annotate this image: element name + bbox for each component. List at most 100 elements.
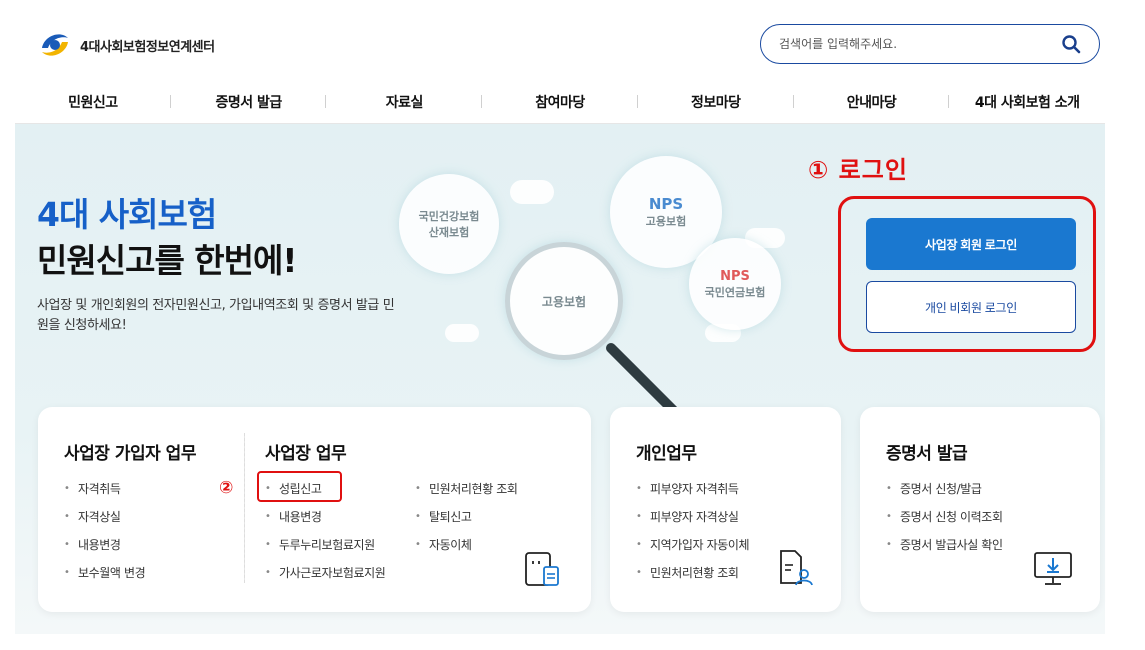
nav-item-civil-report[interactable]: 민원신고 xyxy=(15,92,171,112)
bullet-icon: • xyxy=(64,567,70,578)
establishment-report-highlight xyxy=(257,471,342,502)
step-2-annotation: ② xyxy=(219,478,234,498)
hero-title-main: 4대 사회보험 xyxy=(37,195,217,234)
list-item-label: 자격상실 xyxy=(78,510,121,524)
nav-item-participation[interactable]: 참여마당 xyxy=(482,92,638,112)
bullet-icon: • xyxy=(636,511,642,522)
bubble-label: 산재보험 xyxy=(428,226,470,239)
list-item[interactable]: • 자격상실 xyxy=(64,508,145,536)
magnifier-lens: 고용보험 xyxy=(505,242,623,360)
certificate-card-title: 증명서 발급 xyxy=(886,444,968,464)
bubble-label: 국민연금보험 xyxy=(704,285,766,299)
nav-item-about[interactable]: 4대 사회보험 소개 xyxy=(974,94,1080,111)
bullet-icon: • xyxy=(415,483,421,494)
cloud-decoration xyxy=(510,180,554,204)
list-item[interactable]: • 탈퇴신고 xyxy=(415,508,518,536)
bubble-label: NPS xyxy=(648,195,684,213)
list-item-label: 민원처리현황 조회 xyxy=(429,482,518,496)
list-item[interactable]: •민원처리현황 조회 xyxy=(636,564,749,592)
certificate-services-card: 증명서 발급 • 증명서 신청/발급 • 증명서 신청 이력조회 • 증명서 발급사실… xyxy=(860,407,1100,612)
login-annotation: ① 로그인 xyxy=(808,156,908,184)
business-card-title: 사업장 업무 xyxy=(265,444,347,464)
bullet-icon: • xyxy=(415,511,421,522)
logo-text: 4대사회보험정보연계센터 xyxy=(80,39,215,55)
login-highlight-box xyxy=(838,196,1096,352)
bullet-icon: • xyxy=(265,539,271,550)
pension-bubble: NPS 국민연금보험 xyxy=(689,238,781,330)
list-item-label: 자격취득 xyxy=(78,482,121,496)
nav-item-guide[interactable]: 안내마당 xyxy=(794,92,950,112)
list-item-label: 내용변경 xyxy=(279,510,322,524)
bubble-label: 국민건강보험 xyxy=(418,210,480,223)
list-item[interactable]: • 민원처리현황 조회 xyxy=(415,480,518,508)
nav-item-information[interactable]: 정보마당 xyxy=(638,92,794,112)
list-item[interactable]: • 성립신고 xyxy=(265,480,385,508)
bullet-icon: • xyxy=(64,539,70,550)
personal-nonmember-login-button[interactable]: 개인 비회원 로그인 xyxy=(866,281,1076,333)
list-item[interactable]: • 피부양자 자격상실 xyxy=(636,508,749,536)
list-item[interactable]: • 증명서 신청 이력조회 xyxy=(886,508,1003,536)
list-item[interactable]: • 보수월액 변경 xyxy=(64,564,146,592)
list-item-label: 증명서 신청 이력조회 xyxy=(900,510,1003,524)
list-item-label: 증명서 신청/발급 xyxy=(900,482,982,496)
list-item[interactable]: • 증명서 신청/발급 xyxy=(886,480,1003,508)
card-divider xyxy=(244,433,245,583)
list-item-label: 가사근로자보험료지원 xyxy=(279,566,386,580)
list-item[interactable]: •피부양자 자격취득 xyxy=(636,480,749,508)
hero-description: 사업장 및 개인회원의 전자민원신고, 가입내역조회 및 증명서 발급 민원을 … xyxy=(37,298,395,333)
bullet-icon: • xyxy=(64,511,70,522)
main-nav: 민원신고 증명서 발급 자료실 참여마당 정보마당 안내마당 4대 사회보험 소… xyxy=(15,80,1105,124)
list-item-label: 민원처리현황 조회 xyxy=(650,566,739,580)
monitor-download-icon xyxy=(1034,552,1072,585)
list-item-label: 증명서 발급사실 확인 xyxy=(900,538,1003,552)
list-item[interactable]: • 자동이체 xyxy=(415,536,518,564)
list-item[interactable]: • 지역가입자 자동이체 xyxy=(636,536,750,564)
health-insurance-bubble: 국민건강보험 산재보험 xyxy=(399,174,499,274)
list-item[interactable]: • 내용변경 xyxy=(265,508,385,536)
logo-icon xyxy=(42,34,68,56)
cloud-decoration xyxy=(445,324,479,342)
personal-services-card: 개인업무 •피부양자 자격취득 •피부양자 자격상실 •지역가입자 자동이체 •… xyxy=(610,407,841,612)
subscriber-card-title: 사업장 가입자 업무 xyxy=(64,444,196,464)
nav-item-certificate[interactable]: 증명서 발급 xyxy=(171,92,327,112)
subscriber-task-list: • 자격취득 • 자격상실 •내용변경 • 보수월액 변경 xyxy=(64,480,146,592)
bullet-icon: • xyxy=(636,539,642,550)
business-task-list-right: • 민원처리현황 조회 • 탈퇴신고 • 자동이체 xyxy=(415,480,518,564)
list-item-label: 탈퇴신고 xyxy=(429,510,472,524)
document-user-icon xyxy=(780,550,813,586)
search-icon[interactable] xyxy=(1061,34,1081,54)
search-input[interactable] xyxy=(779,37,1061,51)
hero-title-sub: 민원신고를 한번에! xyxy=(37,241,297,280)
list-item[interactable]: • 가사근로자보험료지원 xyxy=(265,564,386,592)
bullet-icon: • xyxy=(636,483,642,494)
bullet-icon: • xyxy=(265,483,271,494)
list-item-label: 지역가입자 자동이체 xyxy=(650,538,750,552)
search-bar xyxy=(760,24,1100,64)
list-item-label: 보수월액 변경 xyxy=(78,566,146,580)
certificate-task-list: • 증명서 신청/발급 • 증명서 신청 이력조회 • 증명서 발급사실 확인 xyxy=(886,480,1003,564)
list-item-label: 자동이체 xyxy=(429,538,472,552)
list-item-label: 피부양자 자격상실 xyxy=(650,510,739,524)
bullet-icon: • xyxy=(64,483,70,494)
bullet-icon: • xyxy=(415,539,421,550)
bullet-icon: • xyxy=(886,483,892,494)
business-task-list-left: • 성립신고 • 내용변경 • 두루누리보험료지원 • 가사근로자보험료지원 xyxy=(265,480,386,592)
bullet-icon: • xyxy=(886,539,892,550)
list-item[interactable]: •내용변경 xyxy=(64,536,145,564)
magnifier-handle-icon xyxy=(606,343,680,417)
personal-task-list: •피부양자 자격취득 •피부양자 자격상실 •지역가입자 자동이체 •민원처리현… xyxy=(636,480,750,592)
bullet-icon: • xyxy=(265,511,271,522)
list-item[interactable]: • 증명서 발급사실 확인 xyxy=(886,536,1003,564)
list-item-label: 두루누리보험료지원 xyxy=(279,538,375,552)
bullet-icon: • xyxy=(886,511,892,522)
building-document-icon xyxy=(525,552,559,586)
business-member-login-button[interactable]: 사업장 회원 로그인 xyxy=(866,218,1076,270)
list-item-label: 성립신고 xyxy=(279,482,322,496)
list-item[interactable]: • 두루누리보험료지원 xyxy=(265,536,385,564)
site-logo[interactable]: 4대사회보험정보연계센터 xyxy=(38,28,215,62)
list-item[interactable]: • 자격취득 xyxy=(64,480,145,508)
business-services-card: 사업장 가입자 업무 •자격취득 •자격상실 •내용변경 •보수월액 변경 사업… xyxy=(38,407,591,612)
bullet-icon: • xyxy=(265,567,271,578)
bubble-label: NPS xyxy=(720,268,750,284)
nav-item-library[interactable]: 자료실 xyxy=(326,92,482,112)
